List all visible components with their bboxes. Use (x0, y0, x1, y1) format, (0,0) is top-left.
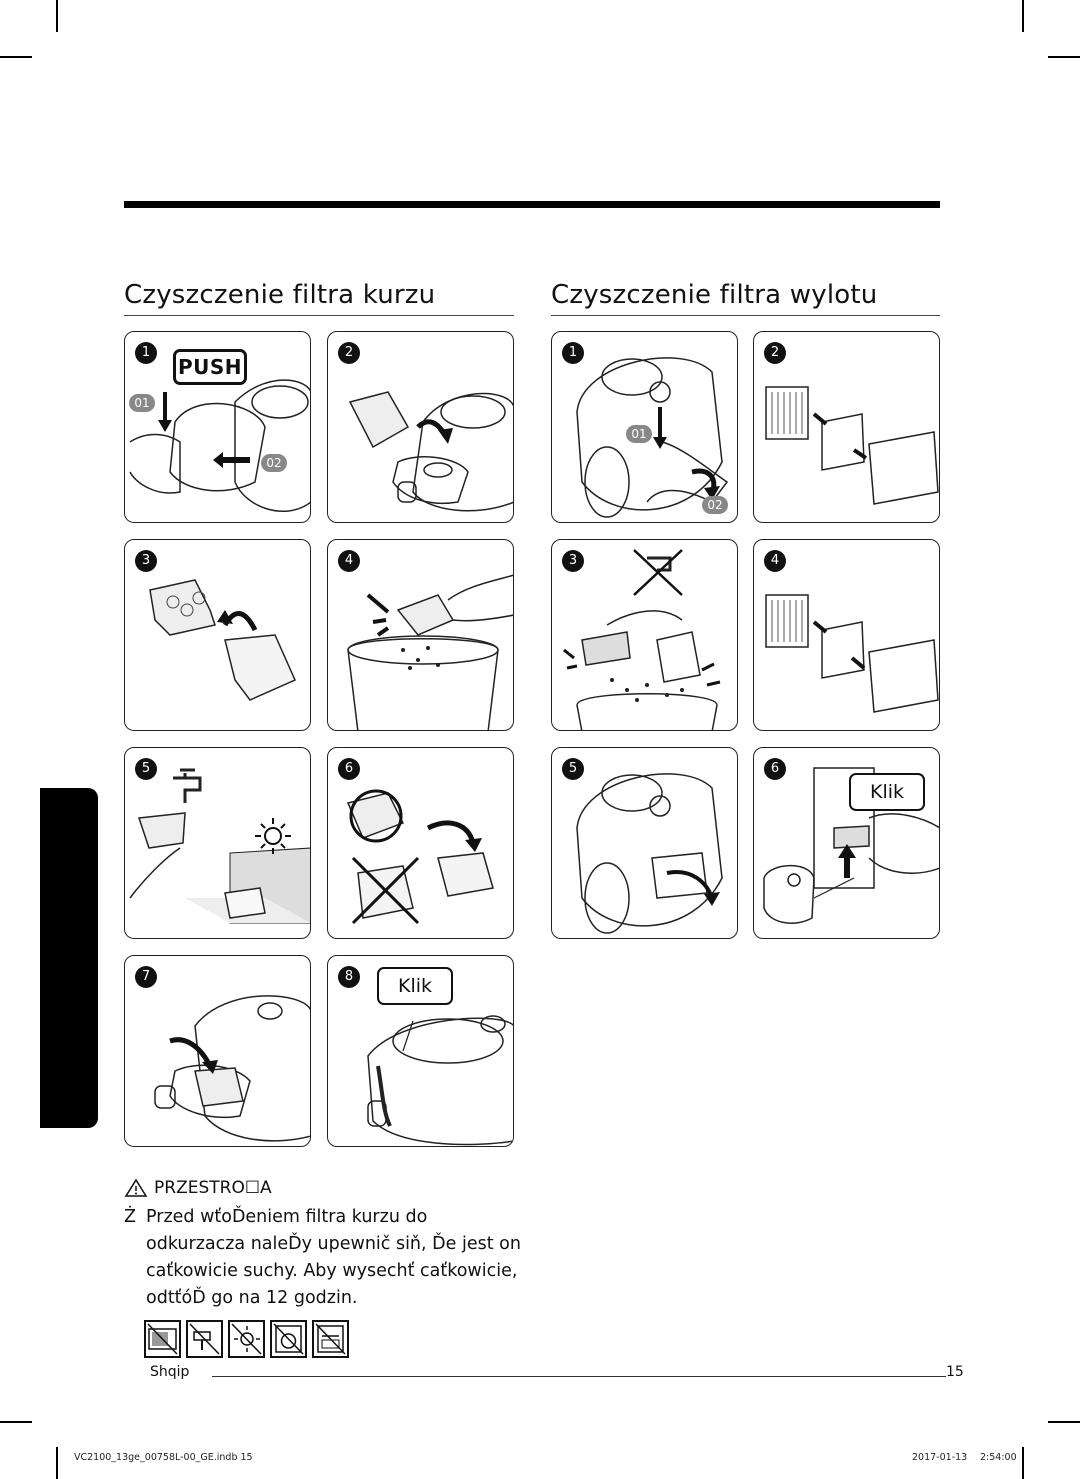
caution-note: Ż Przed wťoĎeniem filtra kurzu do odkurz… (124, 1204, 524, 1312)
step-number-badge: 5 (562, 758, 584, 780)
dust-step-2-panel: 2 (327, 331, 514, 523)
reassemble-filter-illustration (346, 789, 494, 925)
substep-badge: 02 (702, 496, 728, 514)
note-text: Przed wťoĎeniem filtra kurzu do odkurzac… (146, 1207, 521, 1308)
note-bullet: Ż (124, 1207, 136, 1227)
caution-label: PRZESTRO☐A (154, 1178, 272, 1198)
step-number-badge: 5 (135, 758, 157, 780)
step-number-badge: 1 (562, 342, 584, 364)
step-number-badge: 6 (338, 758, 360, 780)
no-dryer-icon (312, 1320, 349, 1358)
dust-step-4-panel: 4 (327, 539, 514, 731)
caution-heading: PRZESTRO☐A (124, 1178, 272, 1198)
step-number-badge: 2 (338, 342, 360, 364)
step-number-badge: 8 (338, 966, 360, 988)
insert-outlet-filter-illustration (576, 773, 723, 934)
print-slug-time: 2:54:00 (980, 1452, 1017, 1463)
crop-mark (56, 1447, 58, 1479)
step-number-badge: 3 (135, 550, 157, 572)
crop-mark (1022, 1447, 1024, 1479)
insert-filter-illustration (154, 995, 310, 1142)
push-label: PUSH (173, 349, 247, 385)
outlet-step-3-panel: 3 (551, 539, 738, 731)
close-outlet-cover-illustration (763, 767, 939, 924)
section-rule (124, 315, 514, 316)
warning-triangle-icon (124, 1178, 148, 1197)
filter-removal-illustration (348, 391, 513, 512)
outlet-step-6-panel: 6 Klik (753, 747, 940, 939)
outlet-step-5-panel: 5 (551, 747, 738, 939)
dust-step-6-panel: 6 (327, 747, 514, 939)
tap-out-dust-illustration (347, 574, 513, 730)
crop-mark (0, 1421, 32, 1423)
section-title-outlet-filter: Czyszczenie filtra wylotu (551, 280, 878, 310)
microwave-icon (144, 1320, 181, 1358)
outlet-filter-reassemble-illustration (765, 594, 939, 713)
klik-label: Klik (849, 773, 925, 811)
step-number-badge: 2 (764, 342, 786, 364)
footer-language: Shqip (150, 1364, 190, 1380)
footer-rule (212, 1376, 946, 1377)
step-number-badge: 4 (764, 550, 786, 572)
warning-icons-row (144, 1320, 349, 1358)
tap-outlet-filter-illustration (563, 549, 721, 730)
section-rule (551, 315, 940, 316)
dust-step-3-panel: 3 (124, 539, 311, 731)
dust-step-5-panel: 5 (124, 747, 311, 939)
step-number-badge: 1 (135, 342, 157, 364)
outlet-step-4-panel: 4 (753, 539, 940, 731)
page-number: 15 (946, 1364, 964, 1380)
no-washing-machine-icon (270, 1320, 307, 1358)
substep-badge: 01 (129, 394, 155, 412)
outlet-filter-parts-illustration (765, 386, 939, 505)
wash-and-dry-illustration (129, 768, 310, 924)
crop-mark (1048, 1421, 1080, 1423)
dust-step-1-panel: 1 PUSH 01 02 (124, 331, 311, 523)
outlet-step-1-panel: 1 01 02 (551, 331, 738, 523)
substep-badge: 01 (626, 425, 652, 443)
print-slug-file: VC2100_13ge_00758L-00_GE.indb 15 (74, 1452, 253, 1463)
header-bar (124, 201, 940, 208)
outlet-step-2-panel: 2 (753, 331, 940, 523)
klik-label: Klik (377, 967, 453, 1005)
no-sun-icon (228, 1320, 265, 1358)
step-number-badge: 6 (764, 758, 786, 780)
step-number-badge: 7 (135, 966, 157, 988)
close-cover-illustration (367, 1015, 513, 1146)
dust-step-8-panel: 8 Klik (327, 955, 514, 1147)
crop-mark (0, 56, 32, 58)
sponge-separation-illustration (149, 579, 296, 701)
substep-badge: 02 (261, 454, 287, 472)
open-outlet-cover-illustration (576, 357, 729, 518)
print-slug-date: 2017-01-13 (912, 1452, 968, 1463)
step-number-badge: 3 (562, 550, 584, 572)
vacuum-open-illustration (129, 379, 310, 512)
no-hair-dryer-icon (186, 1320, 223, 1358)
dust-step-7-panel: 7 (124, 955, 311, 1147)
crop-mark (1022, 0, 1024, 32)
step-number-badge: 4 (338, 550, 360, 572)
crop-mark (56, 0, 58, 32)
section-title-dust-filter: Czyszczenie filtra kurzu (124, 280, 436, 310)
crop-mark (1048, 56, 1080, 58)
section-tab (40, 788, 98, 1128)
